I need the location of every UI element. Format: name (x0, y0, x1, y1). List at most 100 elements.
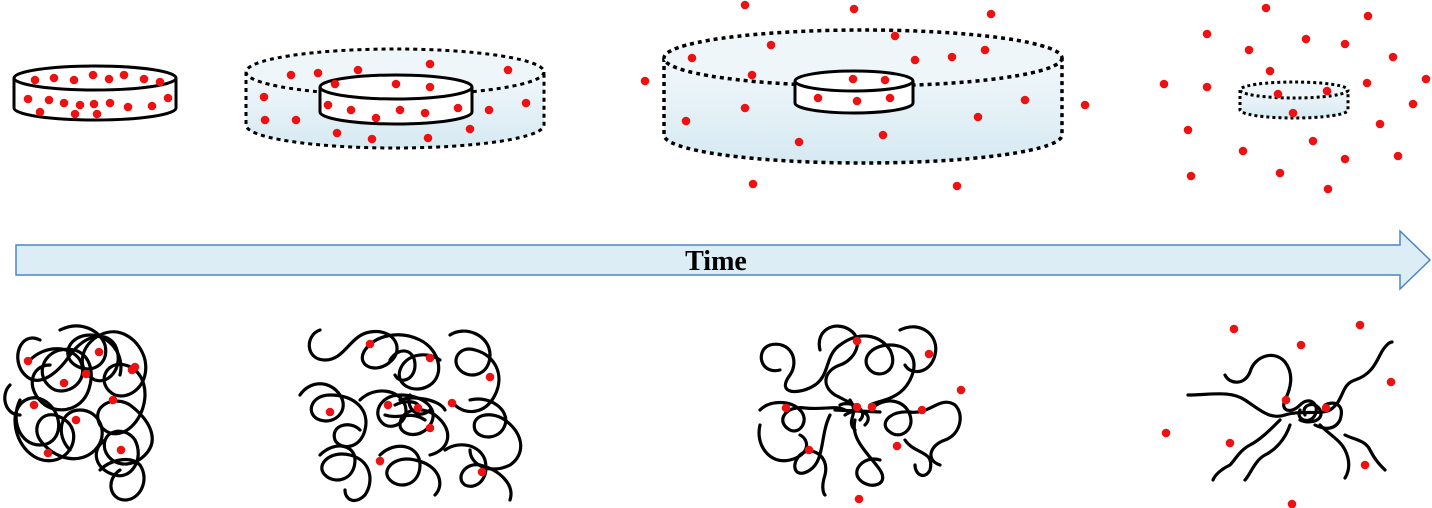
particle-dot (1202, 29, 1212, 39)
particle-dot (890, 31, 900, 41)
particle-dot (1296, 340, 1306, 350)
particle-dot (313, 68, 323, 78)
particle-dot (383, 400, 393, 410)
particle-dot (1362, 78, 1372, 88)
particle-dot (1159, 79, 1169, 89)
particle-dot (425, 59, 435, 69)
particle-dot (852, 402, 862, 412)
particle-dot (371, 113, 381, 123)
particle-dot (687, 53, 697, 63)
particle-dot (105, 98, 115, 108)
particle-dot (325, 407, 335, 417)
particle-dot (1322, 86, 1332, 96)
top-particles (23, 0, 1431, 194)
particle-dot (1080, 100, 1090, 110)
particle-dot (1020, 95, 1030, 105)
particle-dot (23, 94, 33, 104)
particle-dot (748, 179, 758, 189)
particle-dot (1301, 34, 1311, 44)
particle-dot (477, 467, 487, 477)
network-stage-4 (1186, 340, 1394, 482)
particle-dot (1261, 3, 1271, 13)
particle-dot (286, 70, 296, 80)
particle-dot (1340, 39, 1350, 49)
disk-stage-2 (244, 47, 546, 150)
particle-dot (108, 395, 118, 405)
disk-stage-4 (1238, 80, 1350, 120)
particle-dot (391, 79, 401, 89)
particle-dot (917, 405, 927, 415)
particle-dot (423, 133, 433, 143)
particle-dot (59, 98, 69, 108)
particle-dot (681, 116, 691, 126)
particle-dot (1375, 119, 1385, 129)
particle-dot (740, 0, 750, 10)
particle-dot (849, 4, 859, 14)
particle-dot (794, 137, 804, 147)
time-label: Time (685, 246, 747, 277)
particle-dot (130, 362, 140, 372)
particle-dot (29, 400, 39, 410)
particle-dot (59, 378, 69, 388)
particle-dot (973, 112, 983, 122)
particle-dot (1388, 52, 1398, 62)
particle-dot (259, 92, 269, 102)
particle-dot (1238, 146, 1248, 156)
particle-dot (104, 74, 114, 84)
particle-dot (1225, 438, 1235, 448)
particle-dot (1183, 125, 1193, 135)
particle-dot (956, 385, 966, 395)
particle-dot (854, 494, 864, 504)
particle-dot (1288, 108, 1298, 118)
particle-dot (1393, 151, 1403, 161)
particle-dot (323, 100, 333, 110)
particle-dot (867, 402, 877, 412)
particle-dot (1308, 136, 1318, 146)
particle-dot (44, 95, 54, 105)
particle-dot (781, 403, 791, 413)
particle-dot (119, 70, 129, 80)
network-stage-2 (298, 328, 523, 503)
particle-dot (413, 403, 423, 413)
disk-stage-1 (12, 64, 178, 122)
particle-dot (848, 74, 858, 84)
network-stage-3 (757, 324, 962, 497)
particle-dot (139, 74, 149, 84)
particle-dot (49, 73, 59, 83)
particle-dot (395, 105, 405, 115)
particle-dot (852, 96, 862, 106)
particle-dot (88, 70, 98, 80)
particle-dot (353, 65, 363, 75)
particle-dot (747, 70, 757, 80)
particle-dot (365, 339, 375, 349)
particle-dot (1287, 499, 1297, 508)
particle-dot (71, 415, 81, 425)
particle-dot (1421, 74, 1431, 84)
particle-dot (92, 109, 102, 119)
particle-dot (75, 100, 85, 110)
particle-dot (346, 105, 356, 115)
particle-dot (924, 349, 934, 359)
particle-dot (1340, 154, 1350, 164)
particle-dot (1229, 324, 1239, 334)
particle-dot (465, 124, 475, 134)
particle-dot (163, 93, 173, 103)
particle-dot (1273, 89, 1283, 99)
particle-dot (1408, 99, 1418, 109)
particle-dot (43, 448, 53, 458)
particle-dot (880, 75, 890, 85)
particle-dot (503, 65, 513, 75)
particle-dot (147, 101, 157, 111)
particle-dot (116, 445, 126, 455)
particle-dot (447, 398, 457, 408)
particle-dot (1244, 45, 1254, 55)
particle-dot (30, 75, 40, 85)
bottom-particles (23, 320, 1396, 508)
particle-dot (1202, 82, 1212, 92)
particle-dot (23, 356, 33, 366)
particle-dot (375, 456, 385, 466)
particle-dot (260, 115, 270, 125)
particle-dot (1265, 66, 1275, 76)
particle-dot (521, 98, 531, 108)
